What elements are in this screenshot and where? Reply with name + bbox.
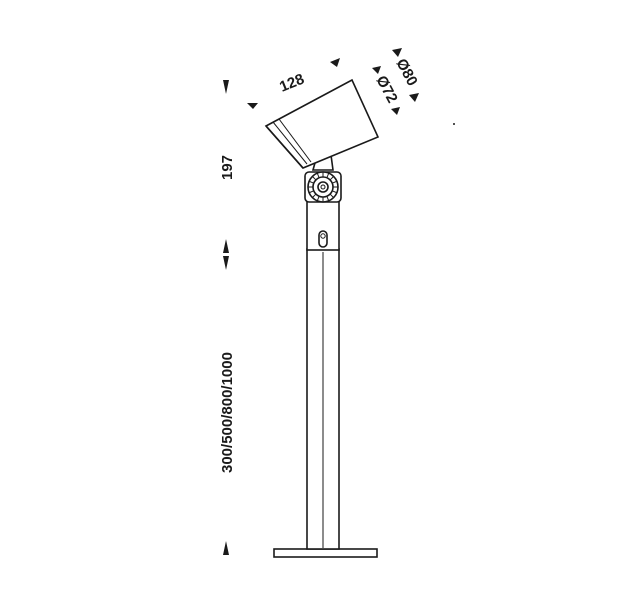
gear-tooth [332,180,338,184]
dim-head-length-text: 128 [277,71,307,96]
gear-tooth [329,176,334,181]
dim-diameters: Ø80 Ø72 [372,48,455,125]
lamp-head [264,78,380,169]
dim-pole-heights-text: 300/500/800/1000 [219,352,236,473]
gear-tooth [332,190,338,194]
gear-tooth [312,176,317,181]
gear-tooth [326,196,330,202]
base-plate [273,548,378,558]
lock-screw [320,233,326,239]
dim-outer-diameter-text: Ø80 [392,56,420,89]
gear-knuckle [307,171,339,203]
gear-tooth [326,172,330,178]
gear-tooth [316,172,320,178]
gear-tooth [312,193,317,198]
gear-tooth [316,196,320,202]
gear-tooth [308,180,314,184]
gear-tooth [308,190,314,194]
dim-pole-heights: 300/500/800/1000 [219,256,236,555]
dim-head-height: 197 [219,80,236,253]
dim-inner-diameter-text: Ø72 [372,73,400,106]
gear-tooth [329,193,334,198]
dim-head-height-text: 197 [219,155,236,180]
